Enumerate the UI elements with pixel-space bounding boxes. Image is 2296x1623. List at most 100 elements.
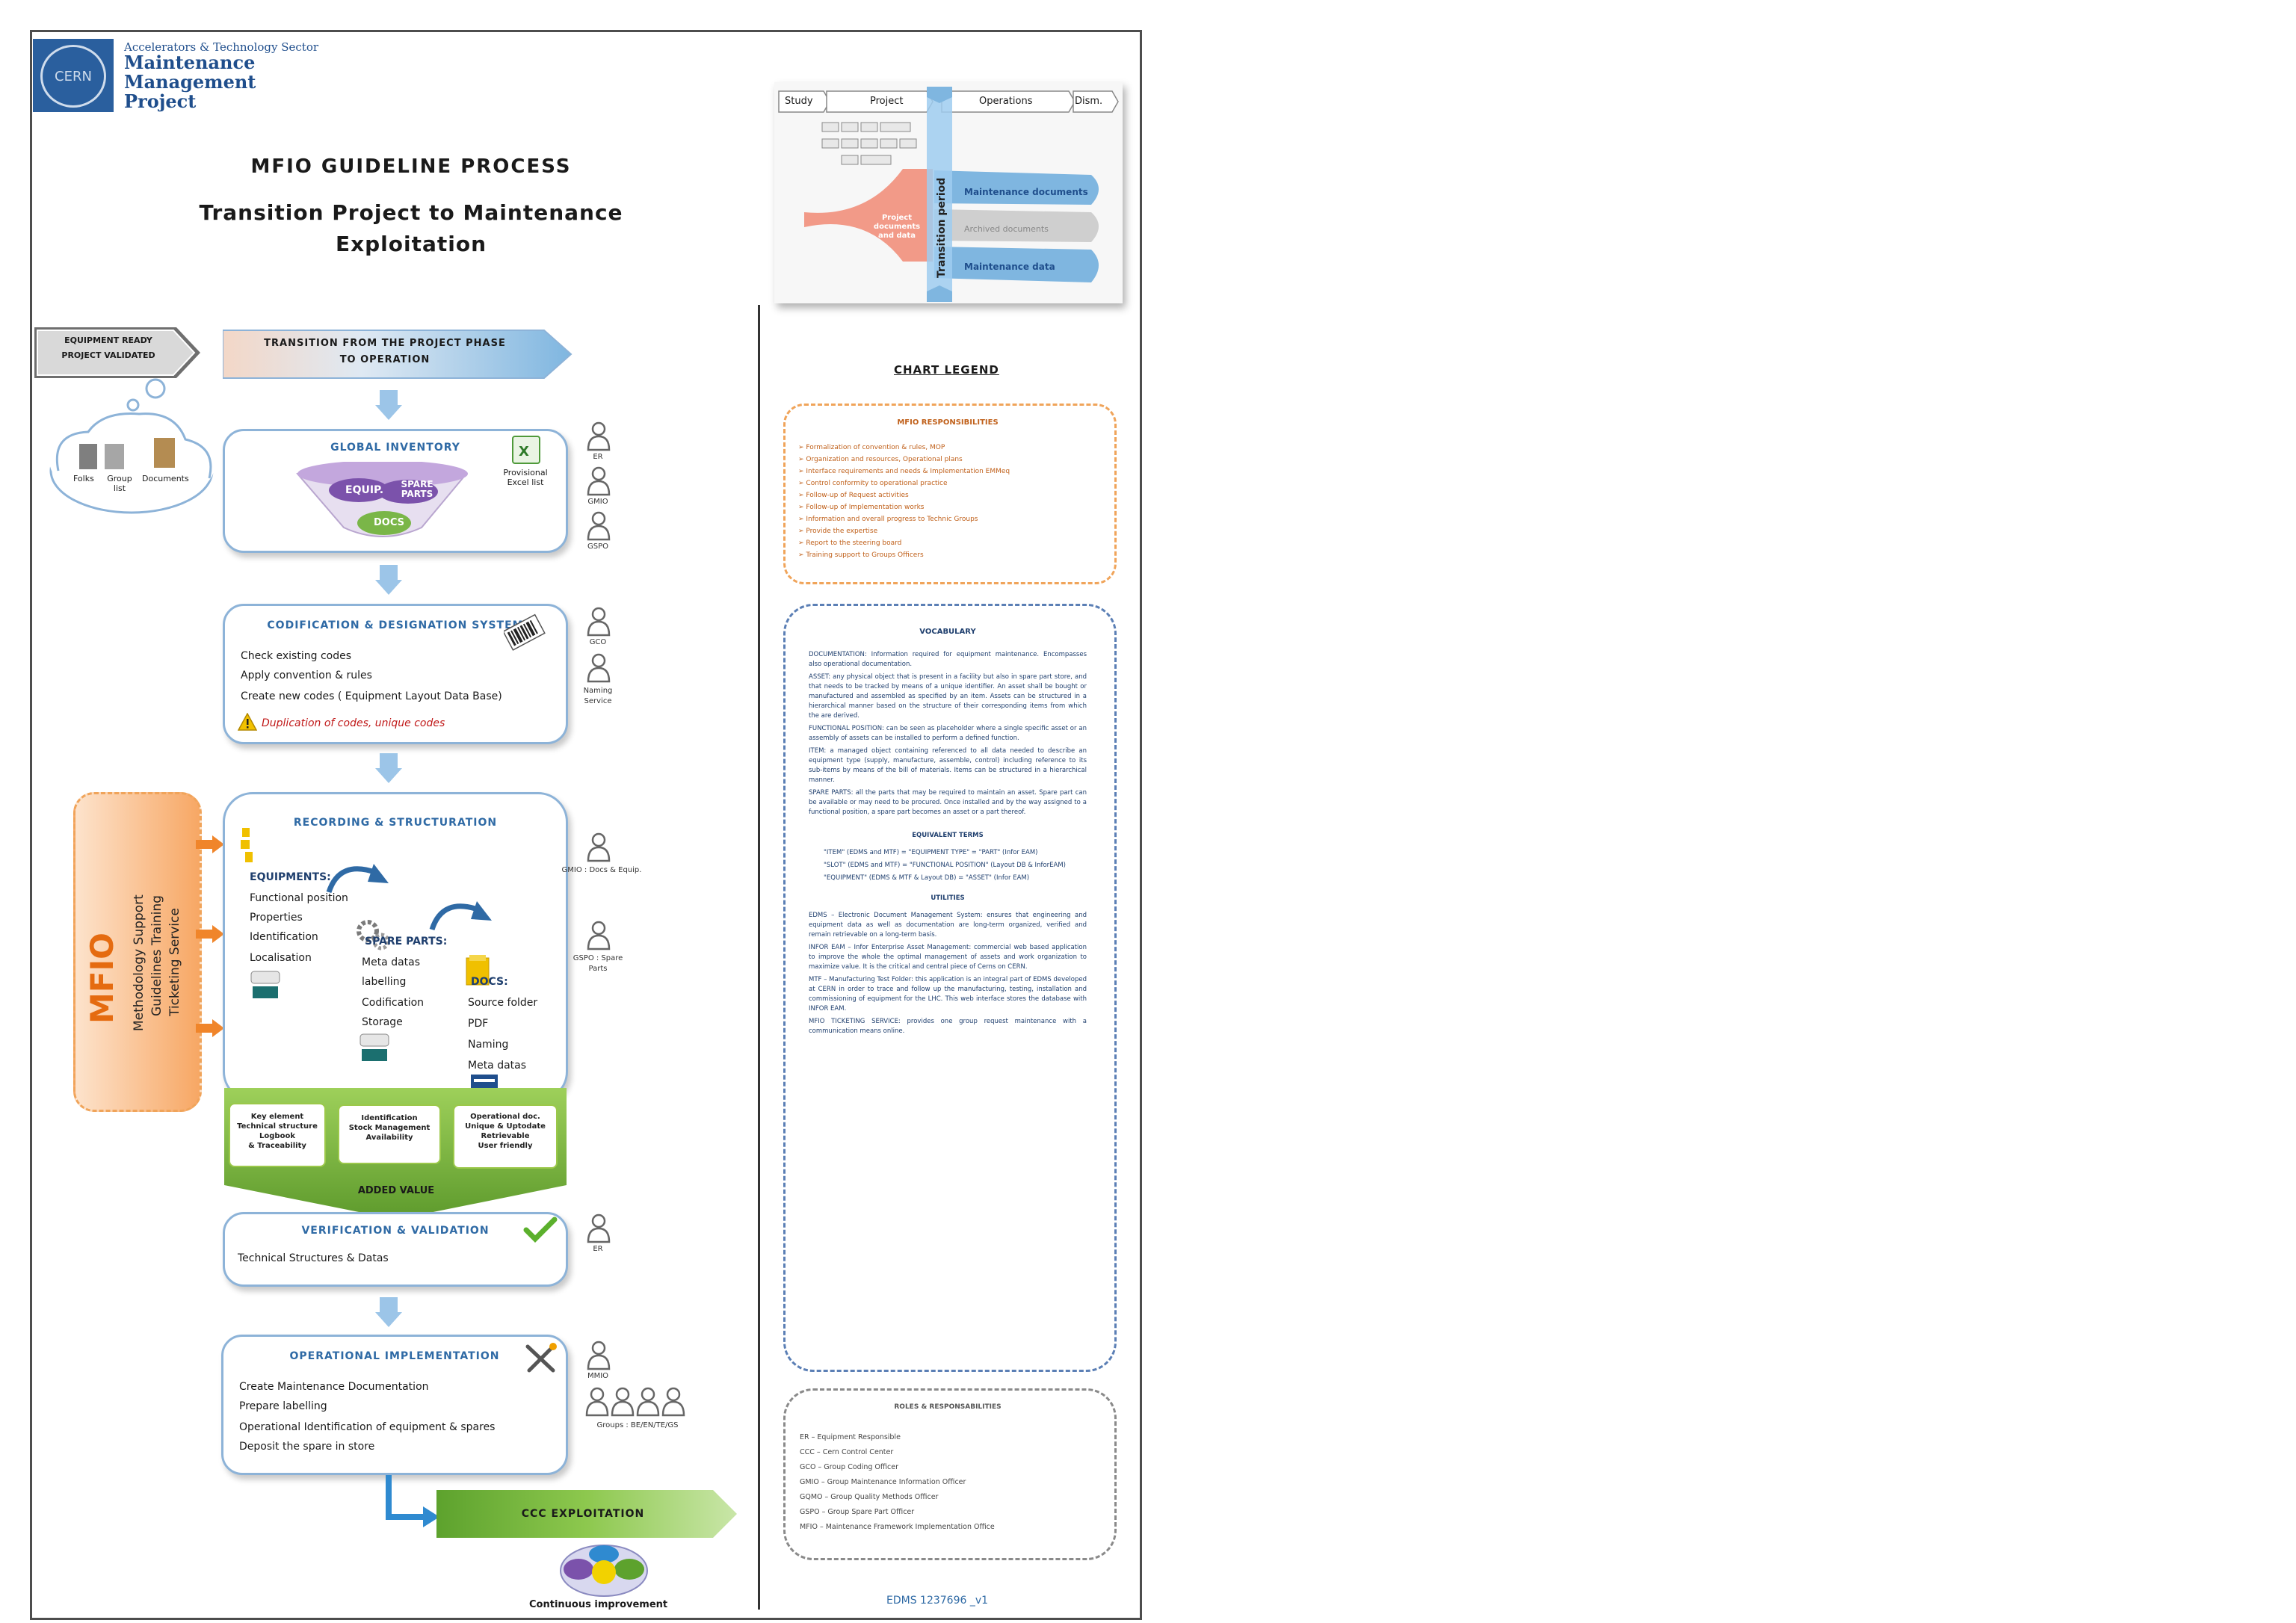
connector-arrow xyxy=(386,1475,439,1527)
added-value-cell-3-line-3: Retrievable xyxy=(481,1132,530,1140)
mfio-responsibility-item: ➢ Follow-up of Implementation works xyxy=(798,504,925,511)
user-icon xyxy=(587,832,611,862)
mfio-connector-arrows xyxy=(196,835,224,1037)
mfio-responsibility-item: ➢ Training support to Groups Officers xyxy=(798,551,924,559)
vocab-equivalent-3: "EQUIPMENT" (EDMS & MTF & Layout DB) = "… xyxy=(824,874,1030,882)
documents-image xyxy=(154,438,175,468)
ccc-exploitation-label: CCC EXPLOITATION xyxy=(521,1508,645,1520)
added-value-cell-3: Operational doc. Unique & Uptodate Retri… xyxy=(453,1104,558,1169)
mfio-responsibility-text: Follow-up of Request activities xyxy=(806,492,909,499)
user-icon xyxy=(587,921,611,950)
mfio-responsibility-text: Control conformity to operational practi… xyxy=(806,480,948,487)
equipment-ready-arrow xyxy=(34,327,200,378)
group-list-image xyxy=(105,444,124,469)
mfio-side-line-3: Ticketing Service xyxy=(167,908,182,1016)
verification-box: VERIFICATION & VALIDATION xyxy=(223,1212,568,1287)
bullet-arrow-icon: ➢ xyxy=(798,444,806,451)
vocab-edms: EDMS – Electronic Document Management Sy… xyxy=(809,912,1087,939)
mfio-responsibility-item: ➢ Formalization of convention & rules, M… xyxy=(798,444,945,451)
vocab-utilities-title: UTILITIES xyxy=(931,894,965,902)
inventory-funnel xyxy=(296,462,468,537)
bullet-arrow-icon: ➢ xyxy=(798,468,806,475)
mfio-responsibility-text: Interface requirements and needs & Imple… xyxy=(806,468,1010,475)
equipments-heading: EQUIPMENTS: xyxy=(250,871,331,883)
archived-docs-label: Archived documents xyxy=(964,224,1049,234)
spare-item-3: Codification xyxy=(362,997,425,1009)
cloud-label-folks: Folks xyxy=(73,474,94,483)
role-gco: GCO xyxy=(589,638,607,646)
mfio-side-panel xyxy=(73,792,202,1112)
spare-item-2: labelling xyxy=(362,976,407,988)
mfio-side-line-2: Guidelines Training xyxy=(149,895,164,1016)
group-users-icon xyxy=(585,1387,685,1417)
user-icon xyxy=(587,1341,611,1370)
continuous-improvement-label: Continuous improvement xyxy=(529,1599,668,1610)
column-divider xyxy=(758,305,760,1610)
cloud-label-documents: Documents xyxy=(142,474,189,483)
subtitle-line1: Transition Project to Maintenance xyxy=(199,200,623,225)
user-icon xyxy=(587,1214,611,1243)
folks-image xyxy=(79,444,97,469)
vocabulary-text: DOCUMENTATION: Information required for … xyxy=(809,650,1087,1039)
added-value-label: ADDED VALUE xyxy=(357,1185,435,1196)
equipments-item-2: Properties xyxy=(250,912,303,924)
role-er: ER xyxy=(593,453,603,461)
phase-dism: Dism. xyxy=(1075,96,1103,107)
equipment-ready-line2: PROJECT VALIDATED xyxy=(61,350,155,360)
chart-legend-title: CHART LEGEND xyxy=(894,363,999,377)
edms-logo-icon xyxy=(471,1075,498,1091)
mfio-responsibility-text: Organization and resources, Operational … xyxy=(806,456,963,463)
added-value-cell-1-line-3: Logbook xyxy=(259,1132,295,1140)
operational-line-2: Prepare labelling xyxy=(239,1400,327,1412)
excel-icon: X xyxy=(512,436,540,464)
resources-cloud xyxy=(49,378,215,514)
bullet-arrow-icon: ➢ xyxy=(798,551,806,559)
project-name-line3: Project xyxy=(124,90,197,112)
lifecycle-graphic xyxy=(778,87,1119,302)
continuous-improvement-icon xyxy=(560,1545,648,1597)
operational-line-3: Operational Identification of equipment … xyxy=(239,1421,496,1433)
bullet-arrow-icon: ➢ xyxy=(798,516,806,523)
phase-project: Project xyxy=(870,96,904,107)
added-value-cell-2-line-1: Identification xyxy=(361,1114,418,1122)
equipments-item-1: Functional position xyxy=(250,892,348,904)
operational-line-4: Deposit the spare in store xyxy=(239,1441,375,1453)
infor-logo-icon xyxy=(359,1033,389,1061)
added-value-cell-3-line-4: User friendly xyxy=(478,1142,533,1150)
cern-logo-ring: CERN xyxy=(40,45,106,108)
role-definition: GQMO – Group Quality Methods Officer xyxy=(800,1493,939,1501)
role-gspo: GSPO xyxy=(587,542,608,551)
flow-down-arrow xyxy=(375,1297,402,1327)
added-value-cell-2-line-2: Stock Management xyxy=(348,1124,430,1132)
mfio-responsibility-text: Information and overall progress to Tech… xyxy=(806,516,978,523)
checkmark-icon xyxy=(523,1217,558,1243)
bullet-arrow-icon: ➢ xyxy=(798,492,806,499)
mfio-responsibilities-title: MFIO RESPONSIBILITIES xyxy=(897,418,999,427)
added-value-cell-1-line-2: Technical structure xyxy=(237,1122,318,1131)
project-name-line1: Maintenance xyxy=(124,52,256,73)
ccc-exploitation-arrow xyxy=(436,1490,737,1538)
codification-line-2: Apply convention & rules xyxy=(241,670,372,681)
verification-line: Technical Structures & Datas xyxy=(238,1252,389,1264)
phase-study: Study xyxy=(785,96,813,107)
equipment-ready-line1: EQUIPMENT READY xyxy=(64,336,152,345)
vocabulary-box xyxy=(783,604,1117,1372)
warning-icon xyxy=(238,713,257,731)
project-name-line2: Management xyxy=(124,71,256,93)
added-value-cell-1-line-1: Key element xyxy=(250,1113,304,1121)
mfio-responsibility-text: Follow-up of Implementation works xyxy=(806,504,925,511)
vocab-equivalent-2: "SLOT" (EDMS and MTF) = "FUNCTIONAL POSI… xyxy=(824,862,1066,869)
mfio-responsibility-text: Training support to Groups Officers xyxy=(806,551,924,559)
bullet-arrow-icon: ➢ xyxy=(798,528,806,535)
role-groups: Groups : BE/EN/TE/GS xyxy=(596,1421,679,1429)
mfio-responsibility-item: ➢ Control conformity to operational prac… xyxy=(798,480,948,487)
mfio-responsibility-item: ➢ Report to the steering board xyxy=(798,540,901,547)
barcode-icon xyxy=(504,613,546,651)
codification-title: CODIFICATION & DESIGNATION SYSTEM xyxy=(267,619,524,631)
role-gmio-docs: GMIO : Docs & Equip. xyxy=(561,866,642,874)
docs-item-1: Source folder xyxy=(468,997,538,1009)
vocab-infor-eam: INFOR EAM – Infor Enterprise Asset Manag… xyxy=(809,944,1087,971)
added-value-cell-2: Identification Stock Management Availabi… xyxy=(338,1104,441,1164)
role-naming-service: Naming Service xyxy=(583,687,613,705)
cloud-label-group: Group list xyxy=(107,474,132,493)
